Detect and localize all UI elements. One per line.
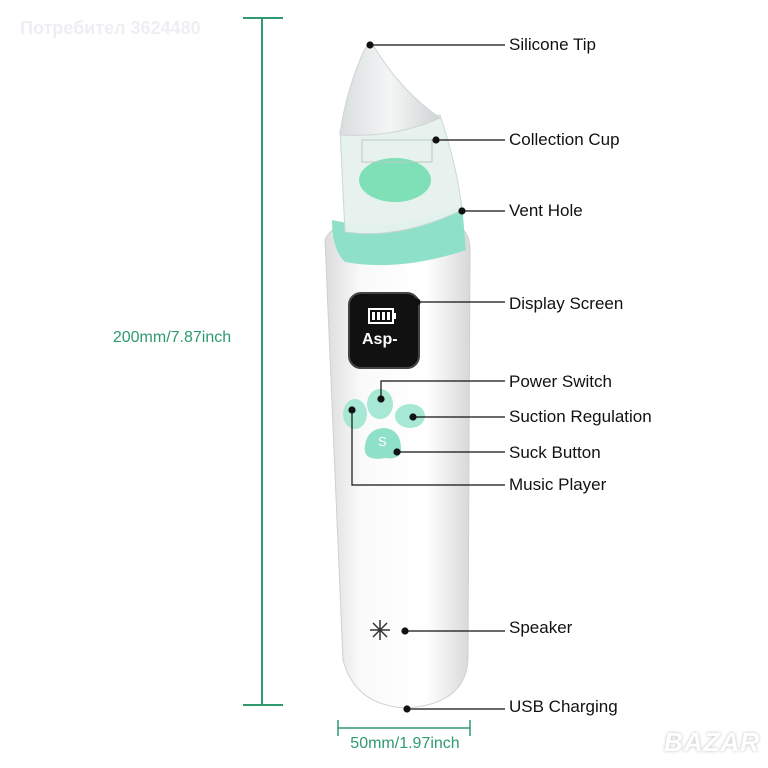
label-vent-hole: Vent Hole [509, 201, 583, 220]
label-power-switch: Power Switch [509, 372, 612, 391]
width-dimension-line [337, 720, 471, 736]
label-suck-button: Suck Button [509, 443, 601, 462]
music-player-button [343, 399, 367, 429]
silicone-tip [339, 44, 442, 136]
label-display-screen: Display Screen [509, 294, 624, 313]
screen-text: Asp- [362, 331, 398, 348]
label-usb-charging: USB Charging [509, 697, 618, 716]
suck-button [364, 428, 402, 459]
height-dimension-line [243, 17, 283, 706]
power-switch-button [367, 389, 393, 419]
bazar-logo: BAZAR [664, 727, 760, 757]
label-suction-regulation: Suction Regulation [509, 407, 652, 426]
display-screen [348, 292, 420, 369]
watermark: Потребител 3624480 [20, 18, 201, 38]
speaker-icon [370, 620, 390, 640]
suck-button-letter: S [378, 434, 387, 449]
label-collection-cup: Collection Cup [509, 130, 620, 149]
height-dimension-label: 200mm/7.87inch [112, 329, 232, 346]
label-music-player: Music Player [509, 475, 607, 494]
label-speaker: Speaker [509, 618, 573, 637]
width-dimension-label: 50mm/1.97inch [350, 735, 460, 752]
label-silicone-tip: Silicone Tip [509, 35, 596, 54]
leader-lines [348, 41, 505, 713]
